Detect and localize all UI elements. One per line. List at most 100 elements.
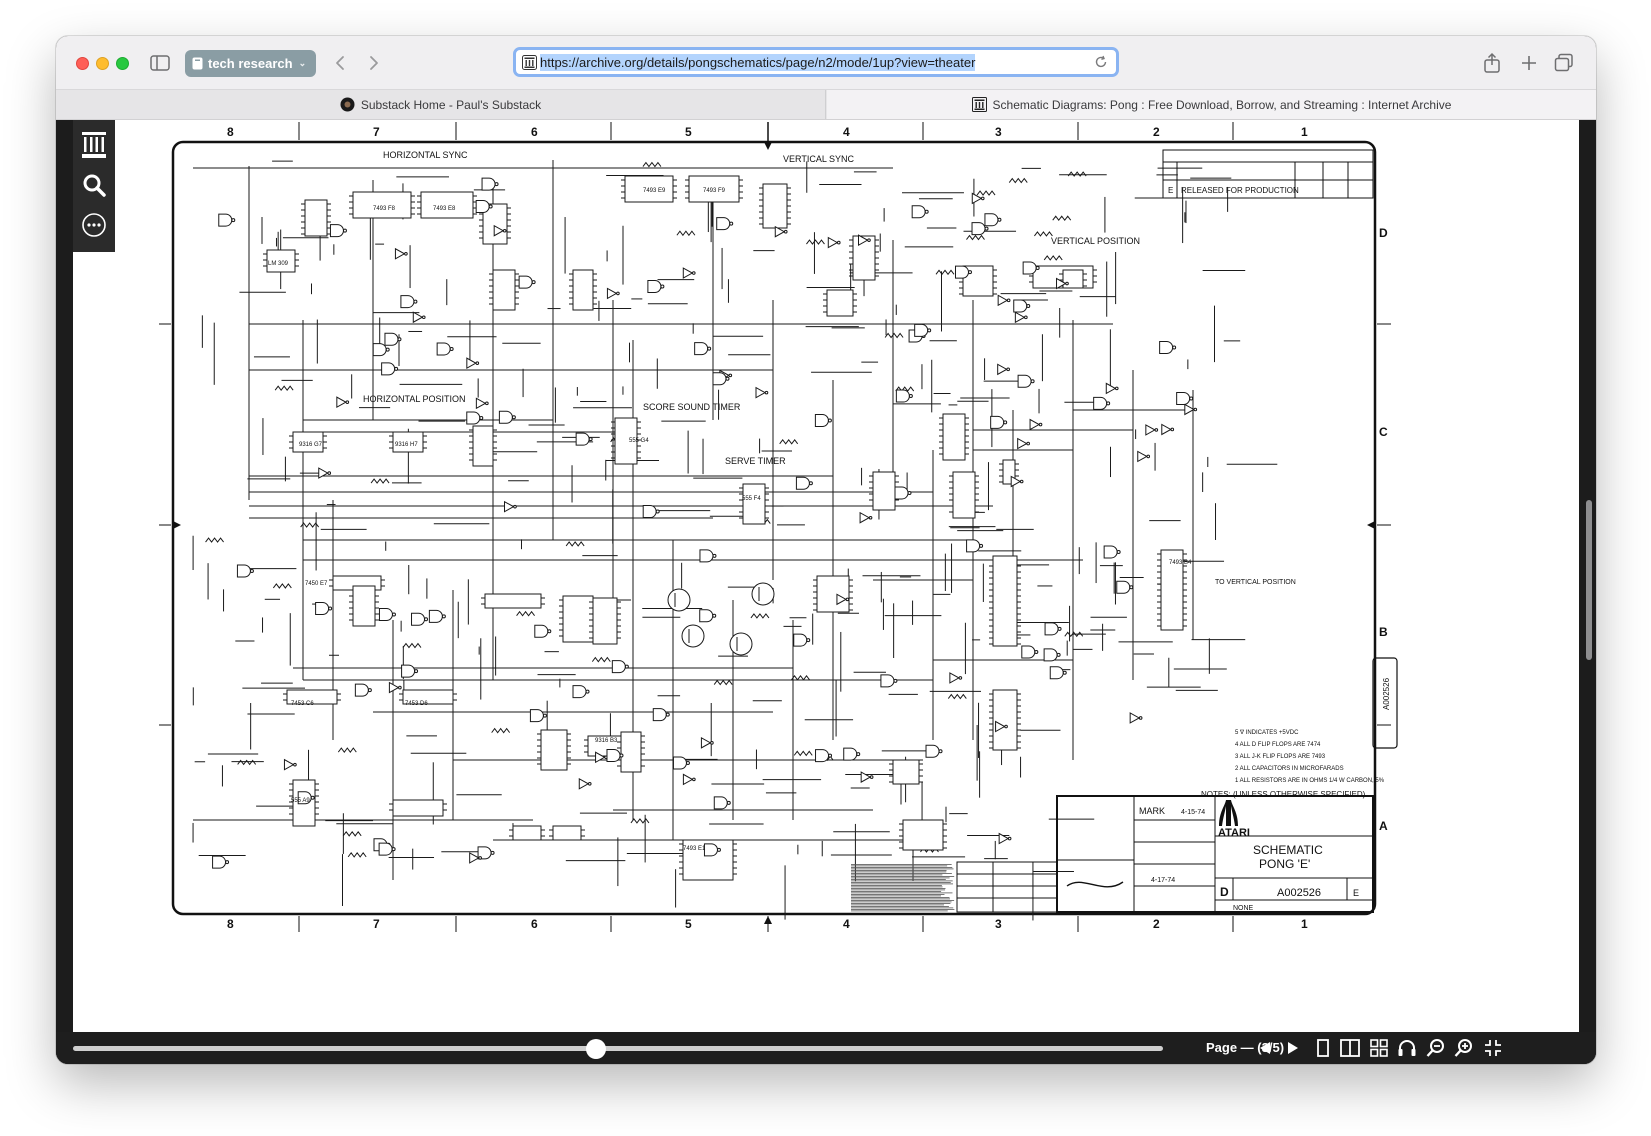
exit-fullscreen-button[interactable] [1482,1038,1504,1058]
tab-group-selector[interactable]: tech research ⌄ [185,50,316,77]
fine-print-line [851,877,950,879]
one-page-view-button[interactable] [1312,1038,1334,1058]
two-page-view-button[interactable] [1339,1038,1361,1058]
tab-internet-archive[interactable]: Schematic Diagrams: Pong : Free Download… [827,90,1596,119]
resistor [1067,171,1087,177]
reload-icon[interactable] [1094,55,1108,69]
ic-chip [992,555,1018,647]
zoom-out-button[interactable] [1425,1038,1447,1058]
inverter [997,363,1008,376]
logic-gate [529,709,544,723]
gate-output-bubble [728,373,733,378]
gate-output-bubble [710,741,714,745]
archive-home-button[interactable] [79,130,109,160]
inverter [858,234,869,246]
logic-gate [315,601,330,615]
logic-gate [652,708,667,722]
page-slider-handle[interactable] [586,1039,607,1059]
minimize-window-button[interactable] [96,57,109,70]
drawn-by: MARK [1139,806,1165,816]
chip-label: 7493 F8 [373,206,396,212]
resistor [274,385,294,392]
logic-gate [672,756,687,770]
logic-gate [236,564,251,578]
chevron-right-icon [370,56,378,70]
search-button[interactable] [79,170,109,200]
inverter [578,777,590,790]
forward-button[interactable] [362,52,386,74]
resistor [342,831,362,837]
gate-output-bubble [1007,836,1012,841]
scrollbar-thumb[interactable] [1586,500,1592,660]
resistor [642,161,662,168]
logic-gate [699,549,714,563]
back-button[interactable] [328,52,352,74]
ic-chip [266,249,296,273]
logic-gate [843,747,858,761]
gate-output-bubble [707,346,712,351]
gate-output-bubble [475,361,480,365]
new-tab-button[interactable] [1517,51,1541,75]
ic-chip [892,759,920,785]
vertical-scrollbar[interactable] [1582,120,1596,1032]
resistor [947,693,967,700]
more-options-button[interactable] [79,210,109,240]
next-page-button[interactable] [1282,1038,1304,1058]
logic-gate [984,213,999,227]
logic-gate [518,275,533,289]
address-url-text: https://archive.org/details/pongschemati… [540,53,976,71]
address-bar[interactable]: https://archive.org/details/pongschemati… [513,47,1119,77]
zoom-in-button[interactable] [1453,1038,1475,1058]
tab-overview-button[interactable] [1552,51,1576,75]
thumbnail-view-button[interactable] [1368,1038,1390,1058]
close-window-button[interactable] [76,57,89,70]
transistor [729,632,753,656]
zoom-in-icon [1454,1039,1472,1057]
substack-favicon-icon [340,97,355,112]
inverter [394,247,406,260]
notes-block: 5 ∇ INDICATES +5VDC 4 ALL D FLIP FLOPS A… [1201,729,1385,799]
gate-output-bubble [624,664,629,669]
schematic-diagram: 8 7 6 5 4 3 2 1 8 7 6 5 4 3 2 1 D [159,122,1398,932]
transistor [667,588,691,612]
zoom-window-button[interactable] [116,57,129,70]
fine-print-line [851,894,945,895]
gate-output-bubble [310,795,315,800]
previous-page-button[interactable] [1254,1038,1276,1058]
fine-print-line [851,874,943,876]
logic-gate [712,372,727,386]
fine-print-line [851,876,955,877]
inverter [949,672,960,684]
fine-print-line [851,871,947,873]
column-label: 6 [531,125,538,139]
ic-chip [286,689,338,705]
transistor [681,624,705,648]
inverter [493,224,505,237]
share-icon [1484,52,1500,73]
page-slider-track[interactable] [73,1046,1163,1051]
gate-output-bubble [1062,670,1067,675]
schematic-page[interactable]: 8 7 6 5 4 3 2 1 8 7 6 5 4 3 2 1 D [73,120,1579,1032]
ic-chip [420,191,474,219]
resistor [791,674,810,681]
logic-gate [466,411,481,425]
gate-output-bubble [783,229,788,234]
drawing-title-line-2: PONG 'E' [1259,857,1310,871]
read-aloud-button[interactable] [1396,1038,1418,1058]
logic-gate [381,362,396,376]
share-button[interactable] [1480,50,1504,76]
archive-building-icon [82,132,106,158]
gate-output-bubble [547,629,552,634]
gate-output-bubble [924,209,929,214]
tab-substack[interactable]: Substack Home - Paul's Substack [56,90,826,119]
logic-gate [716,217,731,231]
resistor [591,656,611,663]
gate-output-bubble [513,504,517,509]
sidebar-toggle-button[interactable] [148,52,172,74]
ic-chip [552,825,582,841]
chip-label: 7450 E7 [305,581,328,587]
resistor [630,818,650,824]
gate-output-bubble [385,347,390,352]
ic-chip [392,799,444,817]
logic-gate [795,476,810,490]
